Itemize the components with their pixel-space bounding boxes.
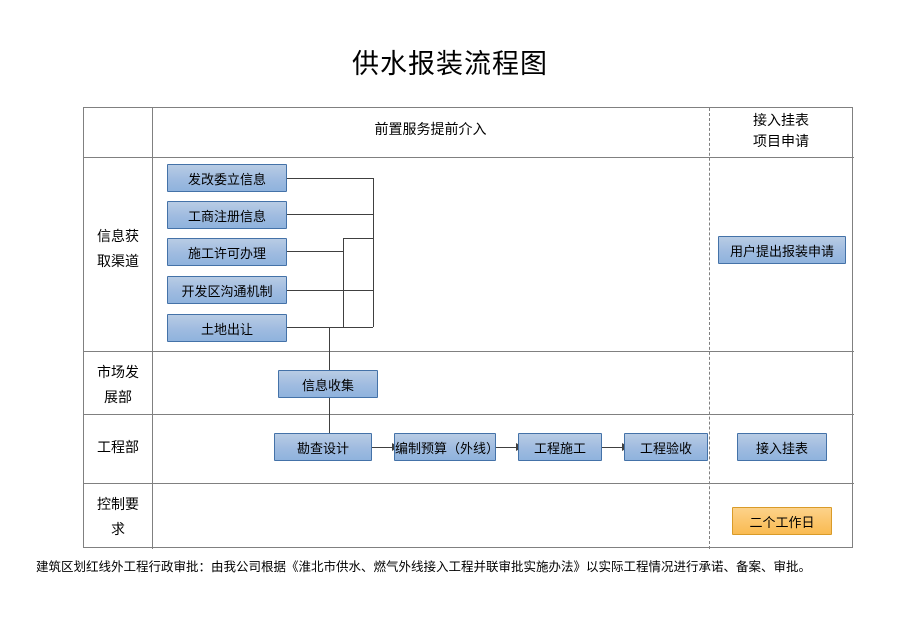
- grid-hline-2: [84, 351, 854, 352]
- box-engineering-4[interactable]: 工程验收: [624, 433, 708, 461]
- row-label-1-line1: 信息获: [97, 229, 139, 245]
- header-right-line2: 项目申请: [753, 134, 809, 150]
- box-info-source-2[interactable]: 工商注册信息: [167, 201, 287, 229]
- connector-source-3: [287, 251, 343, 252]
- connector-eng-3: [602, 447, 624, 448]
- connector-collect-to-survey: [329, 397, 330, 442]
- row-label-4-line1: 控制要: [97, 497, 139, 513]
- row-label-3-line1: 工程部: [97, 440, 139, 456]
- grid-vline-dashed: [709, 108, 710, 549]
- connector-source-1: [287, 178, 373, 179]
- connector-source-2: [287, 214, 373, 215]
- box-info-source-4[interactable]: 开发区沟通机制: [167, 276, 287, 304]
- box-engineering-1[interactable]: 勘查设计: [274, 433, 372, 461]
- box-engineering-3[interactable]: 工程施工: [518, 433, 602, 461]
- connector-source-4: [287, 290, 373, 291]
- box-info-source-5[interactable]: 土地出让: [167, 314, 287, 342]
- box-engineering-2[interactable]: 编制预算（外线）: [394, 433, 499, 461]
- grid-hline-1: [84, 157, 854, 158]
- box-info-source-3[interactable]: 施工许可办理: [167, 238, 287, 266]
- connector-eng-2: [496, 447, 518, 448]
- grid-vline-labels: [152, 108, 153, 549]
- row-label-1-line2: 取渠道: [97, 254, 139, 270]
- box-info-collect[interactable]: 信息收集: [278, 370, 378, 398]
- connector-to-collect: [329, 327, 330, 372]
- grid-hline-3: [84, 414, 854, 415]
- box-info-source-1[interactable]: 发改委立信息: [167, 164, 287, 192]
- box-user-apply[interactable]: 用户提出报装申请: [718, 236, 846, 264]
- connector-bus-bottom: [287, 327, 373, 328]
- row-label-2-line1: 市场发: [97, 365, 139, 381]
- box-control-days[interactable]: 二个工作日: [732, 507, 832, 535]
- footer-note: 建筑区划红线外工程行政审批：由我公司根据《淮北市供水、燃气外线接入工程并联审批实…: [36, 559, 812, 574]
- row-label-4-line2: 求: [111, 522, 125, 538]
- connector-bus-inner: [343, 238, 344, 327]
- row-label-2-line2: 展部: [104, 390, 132, 406]
- flowchart-table: 前置服务提前介入 接入挂表 项目申请 信息获 取渠道 市场发 展部 工程部 控制…: [83, 107, 854, 549]
- connector-eng-1: [372, 447, 394, 448]
- box-connect-meter[interactable]: 接入挂表: [737, 433, 827, 461]
- connector-bus-right: [373, 178, 374, 327]
- header-right-line1: 接入挂表: [753, 113, 809, 129]
- page-title: 供水报装流程图: [352, 49, 548, 80]
- header-main: 前置服务提前介入: [374, 122, 487, 138]
- grid-hline-4: [84, 483, 854, 484]
- connector-bus-top: [343, 238, 373, 239]
